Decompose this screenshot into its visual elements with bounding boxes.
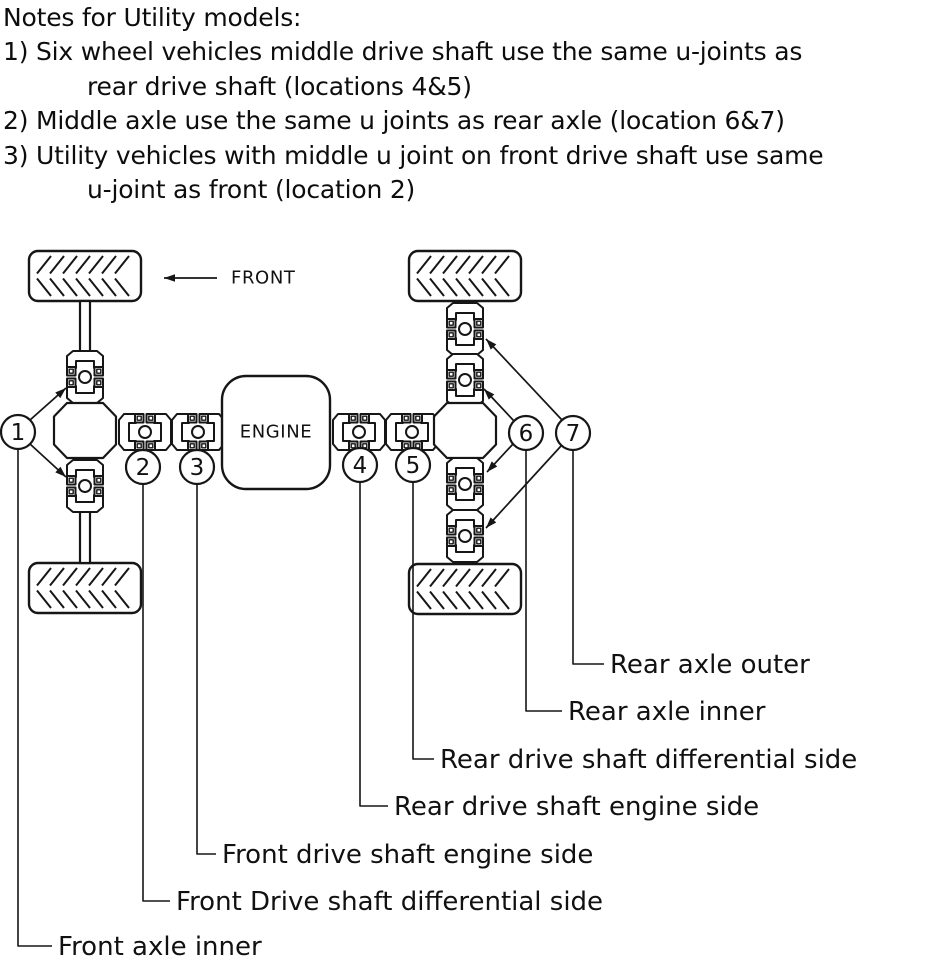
note-line-1b: rear drive shaft (locations 4&5) <box>87 71 472 101</box>
rear-drive-shaft-diff-side-ujoint <box>384 412 440 452</box>
rear-axle-outer-ujoint-lower <box>445 508 485 564</box>
engine-box <box>220 374 332 491</box>
callout-7-arrow-upper <box>485 338 563 421</box>
front-axle-inner-ujoint-lower <box>65 458 105 514</box>
rear-axle-inner-ujoint-upper <box>445 352 485 408</box>
engine: ENGINE <box>220 374 332 491</box>
callout-leaders <box>17 449 604 947</box>
front-right-wheel <box>27 561 143 615</box>
rear-differential <box>432 401 498 460</box>
rear-left-wheel <box>407 249 523 303</box>
front-label: FRONT <box>231 268 296 289</box>
rear-drive-shaft-engine-side-ujoint <box>331 412 387 452</box>
arrowhead <box>55 466 66 477</box>
callout-7-arrow-lower <box>485 445 562 529</box>
leader-6 <box>525 450 562 712</box>
leader-4 <box>359 482 388 807</box>
callout-circle-5: 5 <box>394 446 432 484</box>
engine-label: ENGINE <box>240 422 313 443</box>
note-line-1: 1) Six wheel vehicles middle drive shaft… <box>3 37 803 67</box>
callout-number-2: 2 <box>136 455 151 481</box>
front-drive-shaft-diff-side-ujoint <box>117 412 173 452</box>
notes-title: Notes for Utility models: <box>3 3 302 32</box>
leader-1 <box>17 449 52 947</box>
callout-number-4: 4 <box>353 453 368 479</box>
arrowhead <box>487 461 498 472</box>
rear-axle <box>407 249 523 616</box>
rear-right-wheel <box>407 562 523 616</box>
note-line-2: 2) Middle axle use the same u joints as … <box>3 106 785 136</box>
callout-label-3: Front drive shaft engine side <box>222 840 593 870</box>
callout-circle-3: 3 <box>178 448 216 486</box>
front-drive-shaft <box>117 412 226 452</box>
arrowhead <box>486 517 497 528</box>
front-differential <box>52 401 118 460</box>
arrowhead <box>55 388 66 399</box>
notes-block: Notes for Utility models: 1) Six wheel v… <box>3 1 933 207</box>
callout-number-5: 5 <box>406 453 421 479</box>
note-line-3: 3) Utility vehicles with middle u joint … <box>3 140 824 170</box>
callout-arrows <box>29 338 563 529</box>
callout-label-7: Rear axle outer <box>610 650 810 680</box>
arrowhead <box>484 389 495 400</box>
callout-circle-4: 4 <box>341 446 379 484</box>
leader-7 <box>572 450 604 665</box>
callout-labels: Rear axle outer Rear axle inner Rear dri… <box>58 650 857 960</box>
rear-drive-shaft <box>331 412 440 452</box>
callout-number-3: 3 <box>190 455 205 481</box>
rear-axle-outer-ujoint-upper <box>445 301 485 357</box>
callout-label-2: Front Drive shaft differential side <box>176 887 603 917</box>
front-axle-shaft-upper <box>78 299 92 354</box>
front-direction: FRONT <box>164 268 296 289</box>
front-drive-shaft-engine-side-ujoint <box>170 412 226 452</box>
callout-number-1: 1 <box>11 420 26 446</box>
leader-2 <box>142 484 170 902</box>
front-axle <box>27 249 143 615</box>
callout-number-7: 7 <box>566 421 581 447</box>
rear-axle-inner-ujoint-lower <box>445 456 485 512</box>
leader-5 <box>412 482 434 760</box>
callout-circle-1: 1 <box>0 413 37 451</box>
note-line-3b: u-joint as front (location 2) <box>87 175 416 205</box>
arrowhead <box>486 339 497 350</box>
callout-label-5: Rear drive shaft differential side <box>440 745 857 775</box>
callout-label-4: Rear drive shaft engine side <box>394 792 759 822</box>
callout-label-1: Front axle inner <box>58 932 262 960</box>
callout-number-6: 6 <box>519 421 534 447</box>
front-axle-inner-ujoint-upper <box>65 349 105 405</box>
drivetrain-diagram: FRONT ENGINE <box>0 249 857 960</box>
front-axle-shaft-lower <box>78 508 92 565</box>
callout-circle-6: 6 <box>507 414 545 452</box>
front-left-wheel <box>27 249 143 303</box>
callout-circle-2: 2 <box>124 448 162 486</box>
callout-circle-7: 7 <box>554 414 592 452</box>
arrowhead <box>164 274 175 282</box>
callout-label-6: Rear axle inner <box>568 697 766 727</box>
leader-3 <box>196 484 216 855</box>
